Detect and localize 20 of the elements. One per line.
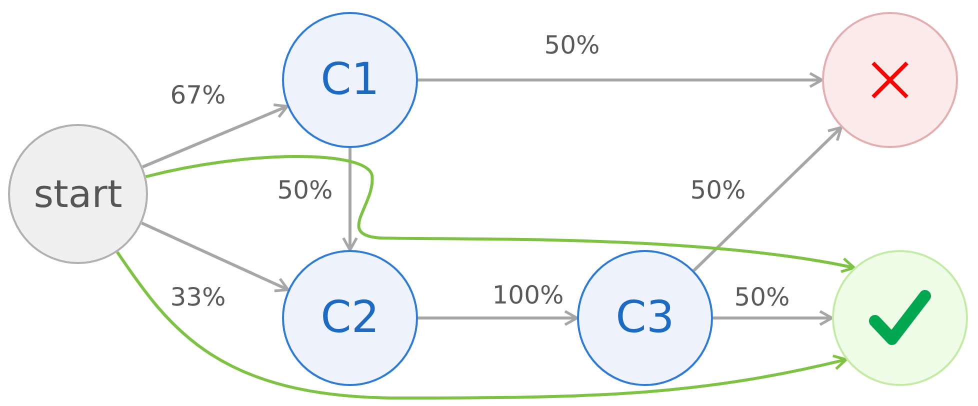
node-label: C2 xyxy=(320,291,380,345)
edge-label: 50% xyxy=(277,174,333,206)
edge-label: 67% xyxy=(170,79,226,112)
node-label: C1 xyxy=(320,53,380,107)
arrow xyxy=(145,155,856,274)
edge-label: 50% xyxy=(734,281,790,314)
edge-label: 50% xyxy=(690,174,746,206)
arrow xyxy=(142,103,289,168)
node-label: start xyxy=(34,170,122,218)
arrow xyxy=(692,126,843,272)
arrow xyxy=(116,251,848,400)
edge-label: 100% xyxy=(492,279,564,312)
arrow xyxy=(713,310,834,326)
arrow xyxy=(141,222,290,292)
arrow xyxy=(418,72,824,88)
edge-label: 50% xyxy=(544,29,600,62)
edge-label: 33% xyxy=(170,281,226,314)
arrow xyxy=(418,310,578,326)
arrow xyxy=(342,148,358,252)
node-label: C3 xyxy=(616,291,674,345)
